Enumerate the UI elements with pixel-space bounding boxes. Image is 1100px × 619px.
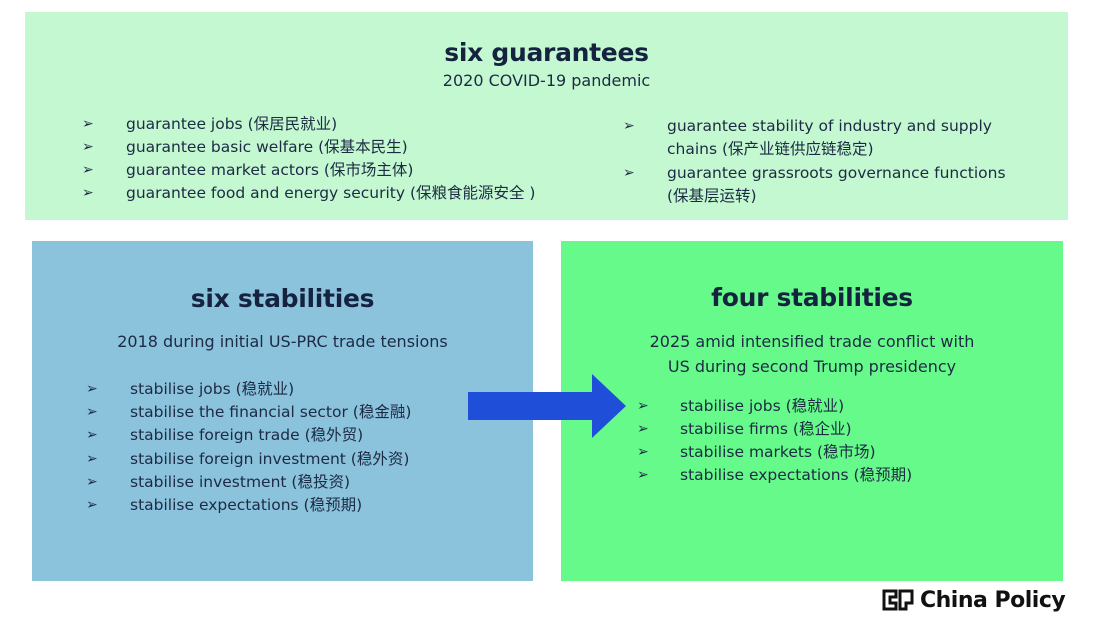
six-stabilities-title: six stabilities xyxy=(190,284,375,313)
six-stabilities-panel: six stabilities 2018 during initial US-P… xyxy=(32,241,533,581)
six-stabilities-subtitle: 2018 during initial US-PRC trade tension… xyxy=(117,332,448,351)
china-policy-logo-text: China Policy xyxy=(920,587,1066,613)
list-item: ➢stabilise foreign trade (稳外贸) xyxy=(86,424,411,447)
bullet-arrow-icon: ➢ xyxy=(86,473,98,490)
bullet-arrow-icon: ➢ xyxy=(637,421,649,437)
bullet-arrow-icon: ➢ xyxy=(86,381,98,397)
six-guarantees-list-right: ➢guarantee stability of industry and sup… xyxy=(623,115,1023,209)
bullet-arrow-icon: ➢ xyxy=(637,467,649,483)
bullet-arrow-icon: ➢ xyxy=(86,404,98,421)
six-guarantees-title: six guarantees xyxy=(444,38,649,67)
list-item: ➢stabilise investment (稳投资) xyxy=(86,471,411,494)
four-stabilities-subtitle-line2: US during second Trump presidency xyxy=(667,357,957,376)
list-item: ➢guarantee jobs (保居民就业) xyxy=(82,113,535,136)
bullet-arrow-icon: ➢ xyxy=(82,139,94,155)
transition-arrow-icon xyxy=(468,374,626,438)
bullet-arrow-icon: ➢ xyxy=(86,450,98,467)
bullet-arrow-icon: ➢ xyxy=(623,165,635,181)
six-stabilities-list: ➢stabilise jobs (稳就业) ➢stabilise the fin… xyxy=(86,378,411,517)
bullet-arrow-icon: ➢ xyxy=(86,496,98,513)
list-item: ➢stabilise expectations (稳预期) xyxy=(637,464,912,487)
bullet-arrow-icon: ➢ xyxy=(82,185,94,201)
list-item: ➢stabilise jobs (稳就业) xyxy=(637,395,912,418)
four-stabilities-title: four stabilities xyxy=(711,283,913,312)
bullet-arrow-icon: ➢ xyxy=(637,444,649,460)
four-stabilities-list: ➢stabilise jobs (稳就业) ➢stabilise firms (… xyxy=(637,395,912,487)
list-item: ➢stabilise foreign investment (稳外资) xyxy=(86,448,411,471)
four-stabilities-panel: four stabilities 2025 amid intensified t… xyxy=(561,241,1063,581)
list-item: ➢guarantee basic welfare (保基本民生) xyxy=(82,136,535,159)
bullet-arrow-icon: ➢ xyxy=(82,116,94,132)
six-guarantees-subtitle: 2020 COVID-19 pandemic xyxy=(442,71,651,90)
bullet-arrow-icon: ➢ xyxy=(82,162,94,178)
six-guarantees-panel: six guarantees 2020 COVID-19 pandemic ➢g… xyxy=(25,12,1068,220)
list-item: ➢stabilise the financial sector (稳金融) xyxy=(86,401,411,424)
bullet-arrow-icon: ➢ xyxy=(637,398,649,414)
list-item: ➢guarantee stability of industry and sup… xyxy=(623,117,992,158)
list-item: ➢stabilise firms (稳企业) xyxy=(637,418,912,441)
list-item: ➢guarantee food and energy security (保粮食… xyxy=(82,182,535,205)
list-item: ➢stabilise jobs (稳就业) xyxy=(86,378,411,401)
list-item: ➢guarantee market actors (保市场主体) xyxy=(82,159,535,182)
six-guarantees-list-left: ➢guarantee jobs (保居民就业) ➢guarantee basic… xyxy=(82,113,535,205)
list-item: ➢stabilise markets (稳市场) xyxy=(637,441,912,464)
list-item: ➢stabilise expectations (稳预期) xyxy=(86,494,411,517)
china-policy-logo-icon xyxy=(882,589,914,611)
four-stabilities-subtitle-line1: 2025 amid intensified trade conflict wit… xyxy=(649,332,975,351)
bullet-arrow-icon: ➢ xyxy=(86,427,98,444)
bullet-arrow-icon: ➢ xyxy=(623,118,635,134)
list-item: ➢guarantee grassroots governance functio… xyxy=(623,164,1006,205)
china-policy-logo: China Policy xyxy=(882,586,1066,614)
